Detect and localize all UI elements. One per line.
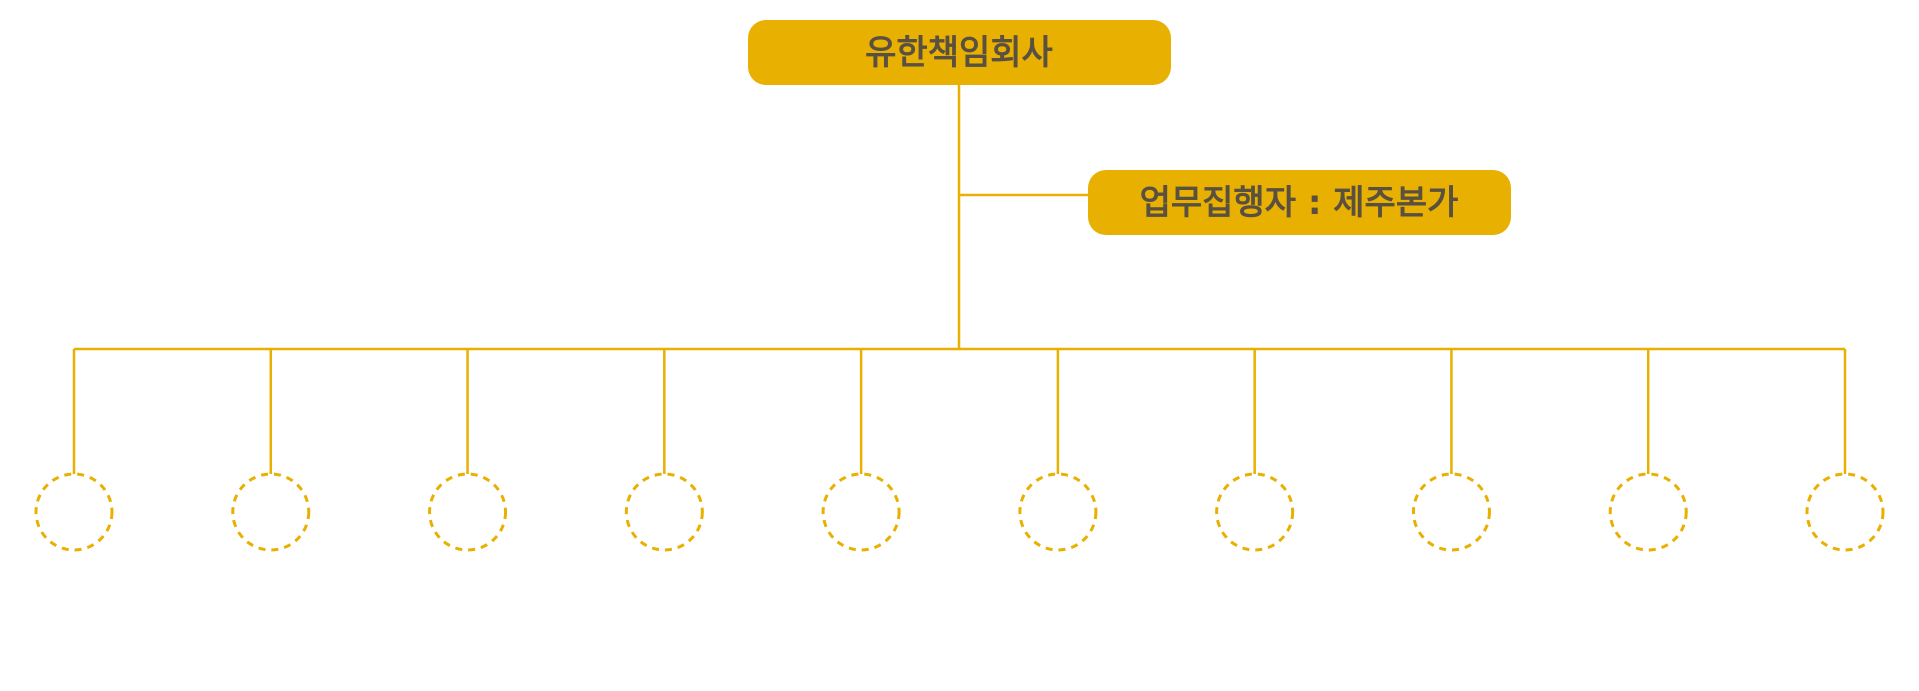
root-node[interactable]: 유한책임회사 (748, 20, 1171, 85)
child-placeholder-node[interactable] (1805, 472, 1885, 552)
child-placeholder-node[interactable] (1018, 472, 1098, 552)
child-placeholder-node[interactable] (1608, 472, 1688, 552)
executor-node[interactable]: 업무집행자 : 제주본가 (1088, 170, 1511, 235)
root-node-label: 유한책임회사 (865, 33, 1053, 73)
child-placeholder-node[interactable] (231, 472, 311, 552)
child-drop-lines (72, 349, 1847, 474)
executor-node-label: 업무집행자 : 제주본가 (1140, 183, 1459, 223)
child-nodes (34, 472, 1885, 552)
child-placeholder-node[interactable] (624, 472, 704, 552)
child-placeholder-node[interactable] (34, 472, 114, 552)
child-placeholder-node[interactable] (821, 472, 901, 552)
root-node-box (748, 20, 1171, 85)
child-placeholder-node[interactable] (1411, 472, 1491, 552)
child-placeholder-node[interactable] (428, 472, 508, 552)
child-placeholder-node[interactable] (1215, 472, 1295, 552)
executor-node-box (1088, 170, 1511, 235)
